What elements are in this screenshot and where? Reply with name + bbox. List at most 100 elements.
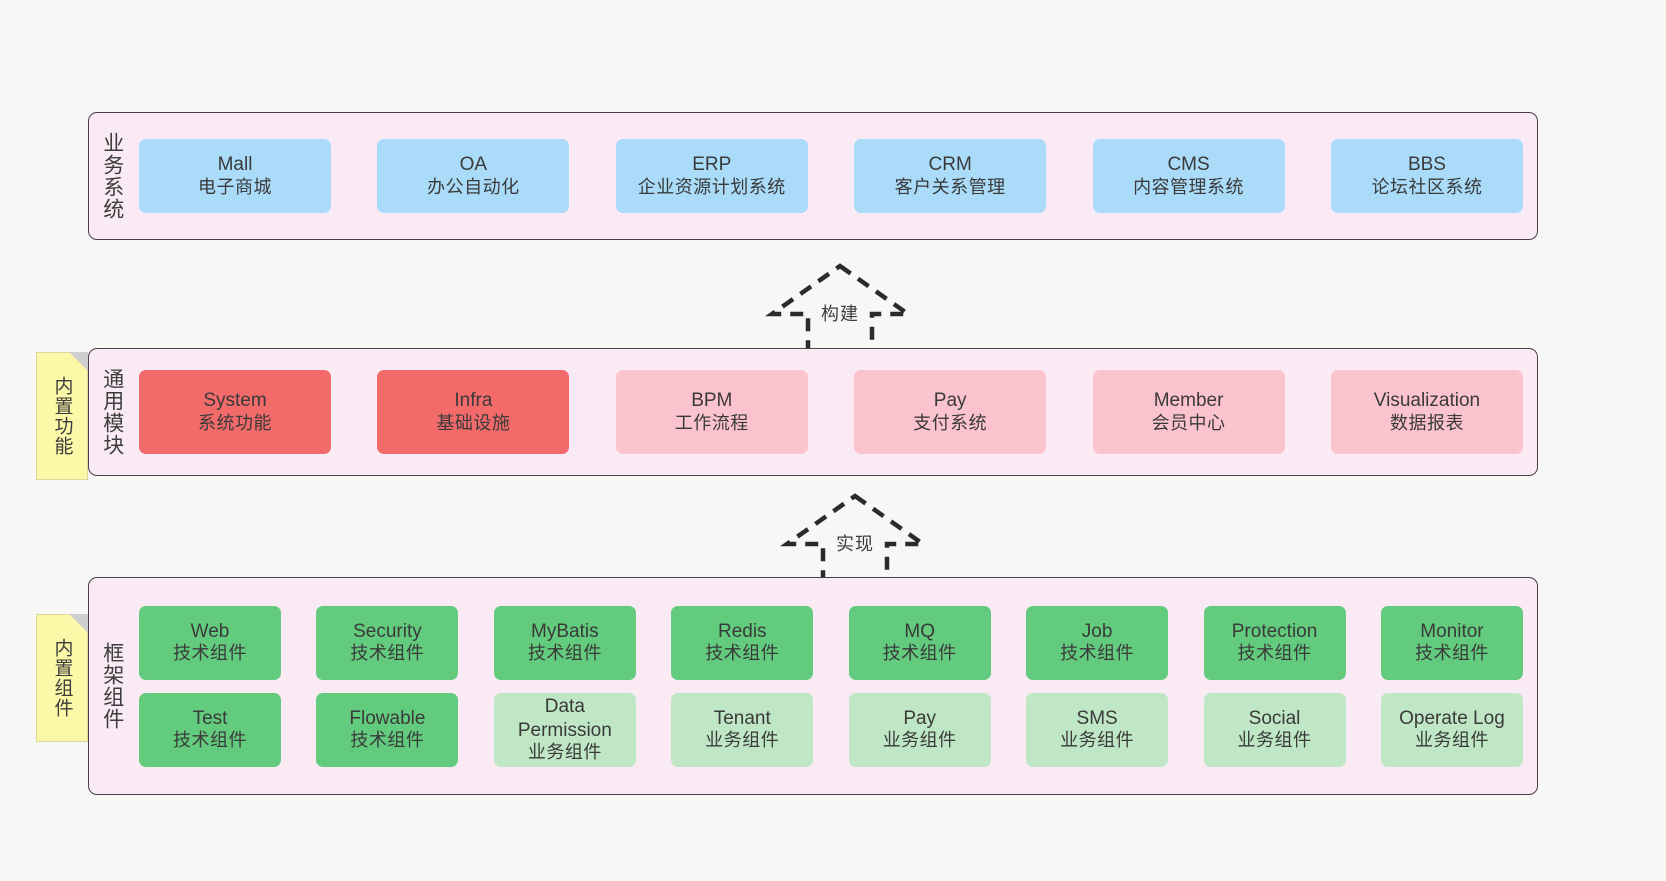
node-label-en: Redis — [717, 620, 767, 642]
node-label-cn: 业务组件 — [527, 741, 602, 762]
node-label-cn: 数据报表 — [1389, 412, 1464, 433]
node-crm[interactable]: CRM 客户关系管理 — [854, 139, 1047, 213]
node-flowable[interactable]: Flowable 技术组件 — [316, 692, 459, 767]
node-label-en: BBS — [1407, 154, 1446, 176]
node-label-en: Social — [1248, 707, 1301, 729]
node-label-cn: 客户关系管理 — [894, 176, 1006, 197]
node-monitor[interactable]: Monitor 技术组件 — [1380, 605, 1523, 680]
node-job[interactable]: Job 技术组件 — [1026, 605, 1169, 680]
node-label-cn: 论坛社区系统 — [1371, 176, 1483, 197]
node-label-en: Visualization — [1373, 390, 1481, 412]
node-label-en: System — [203, 390, 267, 412]
node-label-cn: 业务组件 — [705, 730, 780, 751]
layer-title-common-modules: 通用模块 — [100, 368, 124, 456]
node-bbs[interactable]: BBS 论坛社区系统 — [1330, 139, 1523, 213]
layer-title-framework-components: 框架组件 — [100, 642, 124, 730]
layer-body-common-modules: System 系统功能 Infra 基础设施 BPM 工作流程 Pay 支付系统… — [135, 349, 1537, 475]
node-label-en: Member — [1153, 390, 1224, 412]
node-oa[interactable]: OA 办公自动化 — [377, 139, 570, 213]
node-label-en: Infra — [454, 390, 493, 412]
layer-body-framework-components: Web 技术组件 Security 技术组件 MyBatis 技术组件 Redi… — [135, 578, 1537, 794]
node-label-cn: 技术组件 — [173, 730, 247, 751]
node-label-cn: 技术组件 — [1414, 643, 1489, 664]
note-builtin-component[interactable]: 内置组件 — [36, 614, 88, 742]
node-label-en: Tenant — [713, 707, 771, 729]
node-member[interactable]: Member 会员中心 — [1092, 370, 1285, 454]
node-protection[interactable]: Protection 技术组件 — [1203, 605, 1346, 680]
node-social[interactable]: Social 业务组件 — [1203, 692, 1346, 767]
node-label-cn: 支付系统 — [913, 412, 988, 433]
layer-framework-components[interactable]: 框架组件 Web 技术组件 Security 技术组件 MyBatis 技术组件… — [88, 577, 1538, 795]
node-label-cn: 办公自动化 — [427, 176, 520, 197]
node-row: Web 技术组件 Security 技术组件 MyBatis 技术组件 Redi… — [139, 605, 1523, 680]
node-tenant[interactable]: Tenant 业务组件 — [671, 692, 814, 767]
node-infra[interactable]: Infra 基础设施 — [377, 370, 570, 454]
dashed-generalization-arrow-icon — [764, 263, 916, 355]
layer-business-systems[interactable]: 业务系统 Mall 电子商城 OA 办公自动化 ERP 企业资源计划系统 CRM… — [88, 112, 1538, 240]
layer-common-modules[interactable]: 通用模块 System 系统功能 Infra 基础设施 BPM 工作流程 Pay… — [88, 348, 1538, 476]
node-label-en: MQ — [904, 620, 935, 642]
node-label-cn: 技术组件 — [350, 643, 425, 664]
layer-title-business-systems: 业务系统 — [100, 132, 124, 220]
node-cms[interactable]: CMS 内容管理系统 — [1092, 139, 1285, 213]
node-label-en: Operate Log — [1399, 707, 1505, 729]
node-label-en: MyBatis — [531, 620, 599, 642]
node-mybatis[interactable]: MyBatis 技术组件 — [493, 605, 636, 680]
node-row: System 系统功能 Infra 基础设施 BPM 工作流程 Pay 支付系统… — [139, 370, 1523, 454]
note-builtin-function[interactable]: 内置功能 — [36, 352, 88, 480]
node-label-en: Pay — [903, 707, 937, 729]
node-label-en: Flowable — [349, 707, 426, 729]
connector-build: 构建 — [760, 262, 920, 357]
node-visualization[interactable]: Visualization 数据报表 — [1330, 370, 1523, 454]
node-pay-component[interactable]: Pay 业务组件 — [848, 692, 991, 767]
node-label-en: Mall — [217, 154, 253, 176]
node-label-cn: 基础设施 — [436, 412, 511, 433]
node-label-cn: 系统功能 — [198, 412, 272, 433]
node-label-en: BPM — [691, 390, 733, 412]
node-label-cn: 业务组件 — [1060, 730, 1135, 751]
node-label-en: Test — [192, 707, 228, 729]
node-label-en: Job — [1081, 620, 1113, 642]
node-security[interactable]: Security 技术组件 — [316, 605, 459, 680]
node-erp[interactable]: ERP 企业资源计划系统 — [615, 139, 808, 213]
node-label-cn: 内容管理系统 — [1133, 176, 1245, 197]
node-label-cn: 技术组件 — [705, 643, 780, 664]
node-label-cn: 技术组件 — [1060, 643, 1135, 664]
node-label-en: CRM — [928, 154, 972, 176]
node-web[interactable]: Web 技术组件 — [139, 605, 281, 680]
node-label-en: OA — [459, 154, 488, 176]
node-label-en: ERP — [692, 154, 732, 176]
node-sms[interactable]: SMS 业务组件 — [1026, 692, 1169, 767]
node-label-cn: 技术组件 — [173, 643, 247, 664]
node-row: Test 技术组件 Flowable 技术组件 Data Permission … — [139, 692, 1523, 767]
node-label-cn: 技术组件 — [882, 643, 957, 664]
connector-label-implement: 实现 — [836, 534, 874, 554]
node-mq[interactable]: MQ 技术组件 — [848, 605, 991, 680]
node-label-cn: 业务组件 — [1237, 730, 1312, 751]
node-system[interactable]: System 系统功能 — [139, 370, 331, 454]
node-label-en: Web — [190, 620, 230, 642]
node-label-cn: 技术组件 — [1237, 643, 1312, 664]
node-redis[interactable]: Redis 技术组件 — [671, 605, 814, 680]
node-mall[interactable]: Mall 电子商城 — [139, 139, 331, 213]
dashed-generalization-arrow-icon — [779, 493, 931, 585]
node-label-cn: 业务组件 — [882, 730, 957, 751]
node-operate-log[interactable]: Operate Log 业务组件 — [1380, 692, 1523, 767]
connector-implement: 实现 — [775, 492, 935, 587]
node-label-cn: 业务组件 — [1414, 730, 1489, 751]
connector-label-build: 构建 — [821, 304, 859, 324]
node-label-en: CMS — [1167, 154, 1210, 176]
node-label-en: Security — [353, 620, 422, 642]
node-bpm[interactable]: BPM 工作流程 — [615, 370, 808, 454]
node-label-cn: 技术组件 — [350, 730, 425, 751]
node-pay-module[interactable]: Pay 支付系统 — [854, 370, 1047, 454]
node-label-en: Monitor — [1420, 620, 1484, 642]
node-label-en: Data Permission — [517, 696, 612, 741]
node-label-en: Protection — [1231, 620, 1318, 642]
node-label-en: Pay — [933, 390, 967, 412]
node-test[interactable]: Test 技术组件 — [139, 692, 281, 767]
node-label-cn: 会员中心 — [1151, 412, 1226, 433]
node-data-permission[interactable]: Data Permission 业务组件 — [493, 692, 636, 767]
node-label-cn: 电子商城 — [198, 176, 272, 197]
